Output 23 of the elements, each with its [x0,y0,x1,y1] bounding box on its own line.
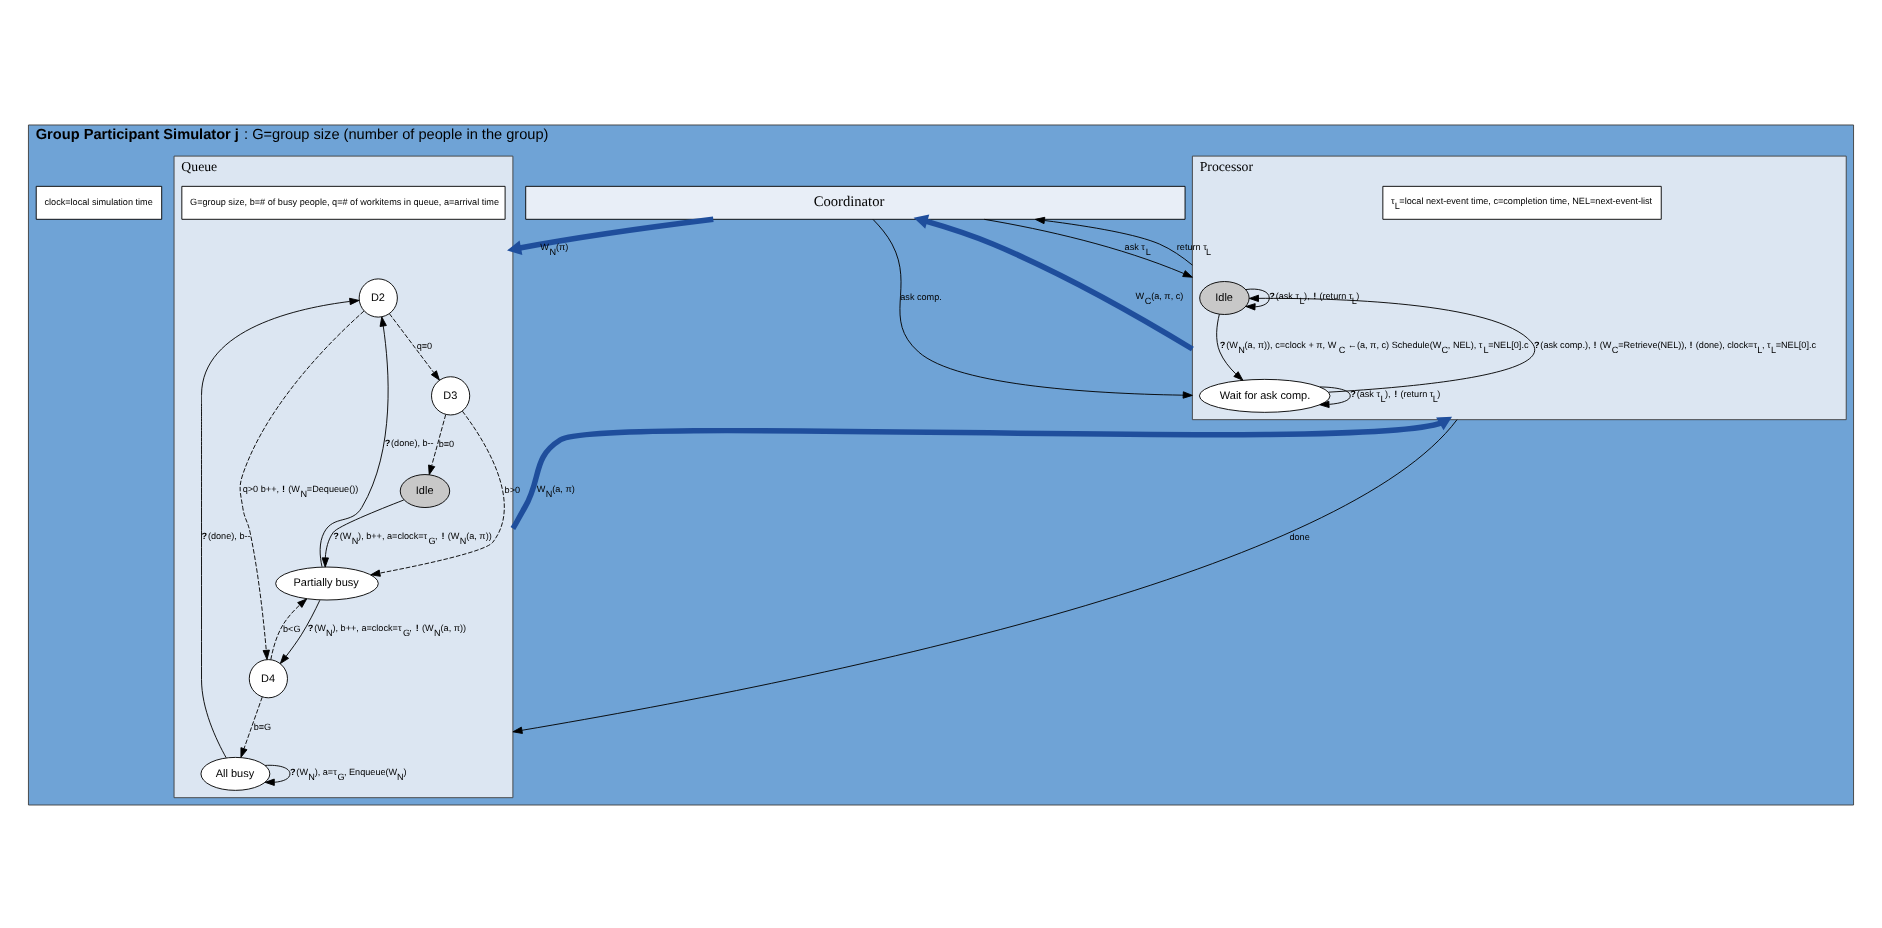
arrow [239,309,365,659]
arrow [370,409,505,576]
arrow [428,413,447,475]
arrow [279,598,321,663]
arrow [240,695,263,757]
arrow [321,498,405,567]
arrow [389,312,440,380]
arrow [913,213,1194,351]
arrow [319,315,389,567]
arrow [1245,287,1270,310]
arrow [507,215,714,255]
arrow [510,415,1453,529]
arrow [1248,293,1536,392]
arrow [872,218,1193,398]
arrow [264,763,291,785]
arrow [512,418,1458,733]
arrow [1216,312,1244,380]
arrow [201,296,360,758]
node-box: Coordinator [525,184,1186,219]
arrow [270,597,308,660]
arrow [1034,215,1193,265]
arrow [983,217,1193,277]
arrow [1319,385,1351,408]
